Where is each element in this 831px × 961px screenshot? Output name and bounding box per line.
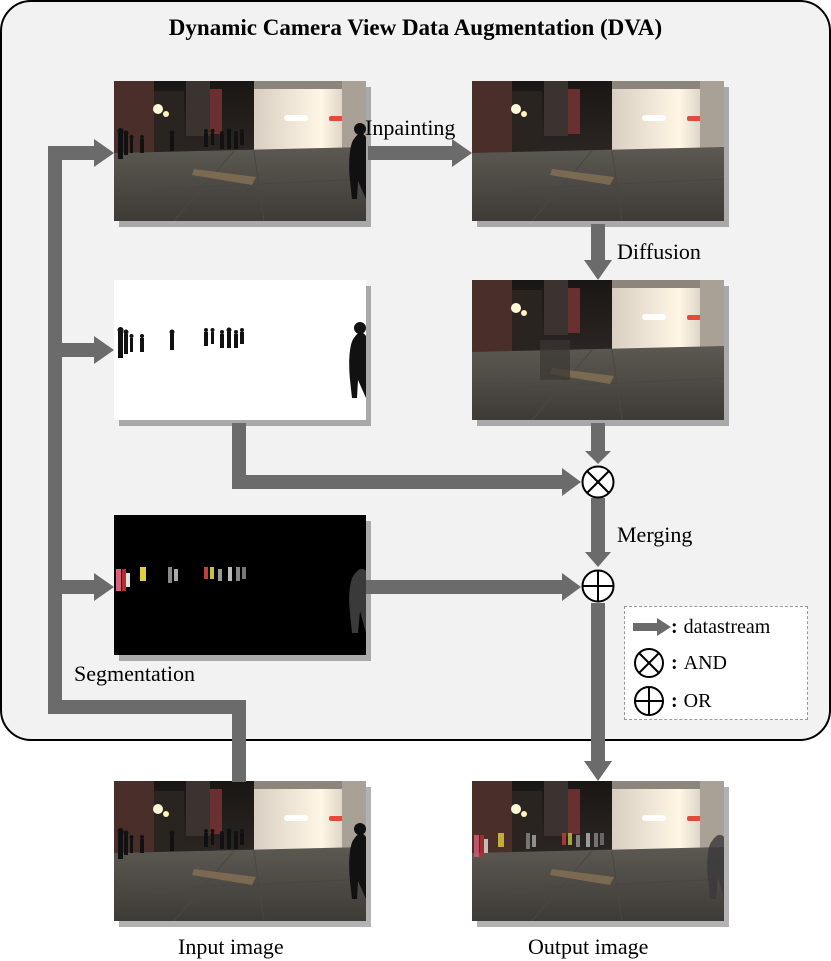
- legend: : datastream : AND : OR: [624, 606, 808, 720]
- mask-to-and-arrow: [232, 423, 581, 496]
- output-image: [472, 781, 729, 927]
- diffusion-label: Diffusion: [617, 239, 701, 264]
- input-image: [114, 781, 371, 927]
- inpainting-label: Inpainting: [365, 115, 456, 140]
- branch-to-original-arrow: [48, 139, 114, 167]
- diffused-image: [472, 280, 729, 426]
- legend-datastream: : datastream: [633, 611, 770, 643]
- merging-label: Merging: [617, 522, 693, 547]
- inpainted-image: [472, 81, 729, 227]
- legend-or: : OR: [633, 685, 711, 717]
- diffused-to-and-arrow: [585, 423, 611, 464]
- mask-image: [114, 280, 371, 426]
- and-to-or-arrow: [585, 498, 611, 567]
- diffusion-arrow: [584, 224, 612, 280]
- arrow-icon: [633, 611, 671, 643]
- segmentation-to-or-arrow: [366, 573, 581, 601]
- branch-to-mask-arrow: [48, 336, 114, 364]
- segmentation-label: Segmentation: [74, 661, 195, 686]
- output-image-caption: Output image: [528, 934, 649, 959]
- original-image: [114, 81, 371, 227]
- diagram-title: Dynamic Camera View Data Augmentation (D…: [168, 15, 663, 40]
- branch-to-segmentation-arrow: [48, 573, 114, 601]
- legend-and: : AND: [633, 647, 727, 679]
- input-image-caption: Input image: [178, 934, 284, 959]
- inpainting-arrow: [368, 139, 472, 167]
- or-to-output-arrow: [584, 603, 612, 781]
- input-trunk-arrow: [48, 146, 246, 782]
- and-operator: [581, 465, 615, 499]
- circled-times-icon: [633, 647, 671, 679]
- circled-plus-icon: [633, 685, 671, 717]
- or-operator: [581, 569, 615, 603]
- segmentation-image: [114, 515, 371, 661]
